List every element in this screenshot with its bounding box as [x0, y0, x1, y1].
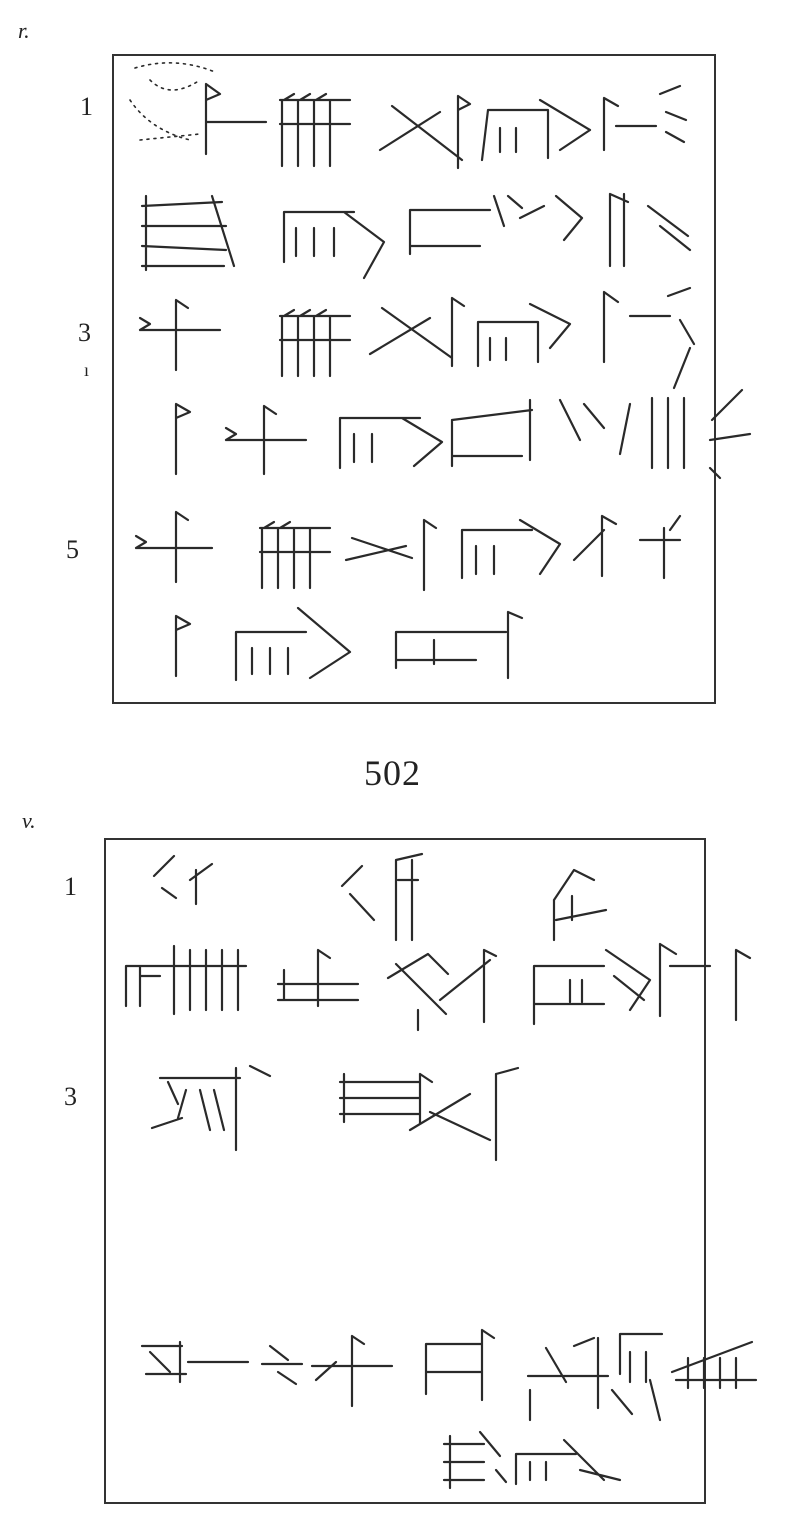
obverse-row-2-signs: [140, 192, 692, 280]
obverse-line-number-1: 1: [80, 92, 93, 121]
obverse-line-number-5: 5: [66, 535, 79, 564]
reverse-line-number-1: 1: [64, 872, 77, 901]
obverse-label: r.: [18, 18, 30, 43]
reverse-bottom-signs: [140, 1328, 758, 1422]
obverse-line-number-3: 3: [78, 318, 91, 347]
obverse-row-6-signs: [174, 606, 524, 682]
obverse-panel: [112, 54, 716, 704]
reverse-last-row-signs: [442, 1430, 622, 1490]
obverse-line-tick: ı: [84, 360, 90, 380]
obverse-row-4-signs: [174, 388, 752, 480]
obverse-row-3-signs: [138, 286, 696, 390]
obverse-row-1-signs: [129, 62, 688, 170]
reverse-row-1-signs: [152, 852, 608, 942]
obverse-row-5-signs: [134, 510, 682, 592]
reverse-row-2-signs: [124, 942, 752, 1032]
tablet-number: 502: [364, 753, 421, 793]
reverse-label: v.: [22, 808, 36, 833]
reverse-line-number-3: 3: [64, 1082, 77, 1111]
reverse-panel: [104, 838, 706, 1504]
reverse-row-3-signs: [150, 1064, 520, 1162]
